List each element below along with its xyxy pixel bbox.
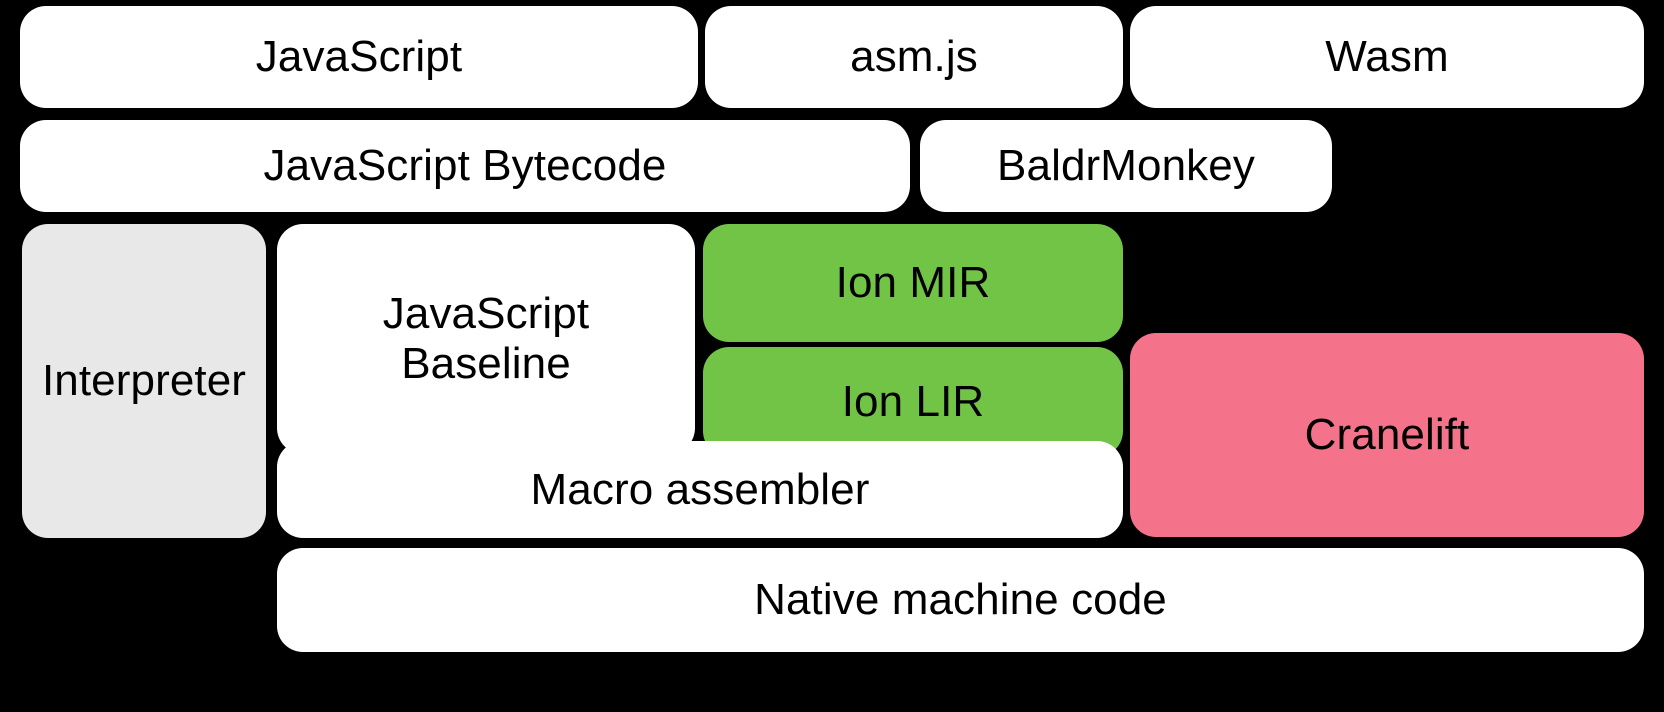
node-macro-assembler-label: Macro assembler (530, 464, 870, 514)
node-baldrmonkey[interactable]: BaldrMonkey (920, 120, 1332, 212)
node-javascript-baseline-label: JavaScript Baseline (382, 289, 590, 388)
node-javascript-baseline[interactable]: JavaScript Baseline (277, 224, 695, 454)
node-javascript-label: JavaScript (255, 32, 463, 82)
node-native-machine-code-label: Native machine code (754, 575, 1167, 625)
node-wasm-label: Wasm (1325, 32, 1449, 82)
node-ion-mir[interactable]: Ion MIR (703, 224, 1123, 342)
node-ion-mir-label: Ion MIR (835, 258, 991, 308)
node-native-machine-code[interactable]: Native machine code (277, 548, 1644, 652)
node-javascript-bytecode[interactable]: JavaScript Bytecode (20, 120, 910, 212)
node-javascript-bytecode-label: JavaScript Bytecode (263, 141, 667, 191)
node-interpreter-label: Interpreter (41, 356, 247, 406)
node-interpreter[interactable]: Interpreter (22, 224, 266, 538)
node-cranelift-label: Cranelift (1304, 410, 1470, 460)
node-ion-lir[interactable]: Ion LIR (703, 347, 1123, 457)
node-ion-lir-label: Ion LIR (841, 377, 985, 427)
node-cranelift[interactable]: Cranelift (1130, 333, 1644, 537)
node-javascript[interactable]: JavaScript (20, 6, 698, 108)
node-asm-js-label: asm.js (850, 32, 978, 82)
node-macro-assembler[interactable]: Macro assembler (277, 441, 1123, 538)
node-asm-js[interactable]: asm.js (705, 6, 1123, 108)
node-wasm[interactable]: Wasm (1130, 6, 1644, 108)
node-baldrmonkey-label: BaldrMonkey (997, 141, 1255, 191)
